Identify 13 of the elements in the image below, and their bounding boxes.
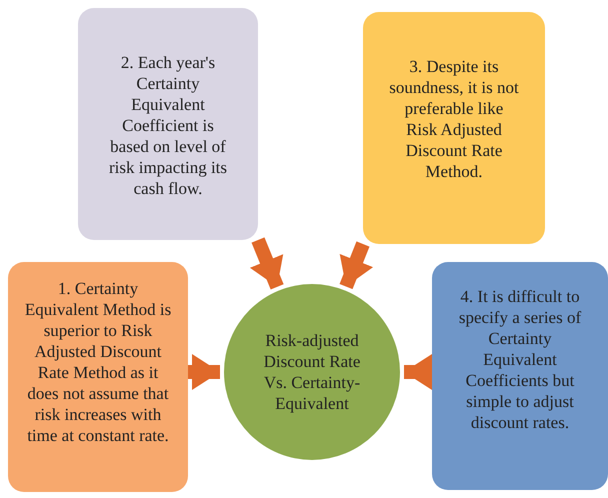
point-box: [363, 12, 545, 244]
point-box: [432, 262, 608, 490]
arrow: [404, 354, 432, 390]
point-box: [8, 262, 188, 492]
arrow: [188, 354, 220, 390]
point-text: 2. Each year's Certainty Equivalent Coefficient is based on level of risk impacting its cash flow.: [108, 52, 228, 199]
point-text: 1. Certainty Equivalent Method is superior to Risk Adjusted Discount Rate Method as it does not assume that risk increases with time at constant rate.: [24, 278, 172, 446]
point-text: 3. Despite its soundness, it is not preferable like Risk Adjusted Discount Rate Method.: [388, 56, 520, 182]
point-box: [78, 8, 258, 240]
point-text: 4. It is difficult to specify a series of Certainty Equivalent Coefficients but simple to adjust discount rates.: [458, 286, 582, 433]
arrow: [250, 237, 284, 290]
point-text: Risk-adjusted Discount Rate Vs. Certainty-Equivalent: [262, 330, 362, 414]
arrow: [340, 241, 374, 290]
